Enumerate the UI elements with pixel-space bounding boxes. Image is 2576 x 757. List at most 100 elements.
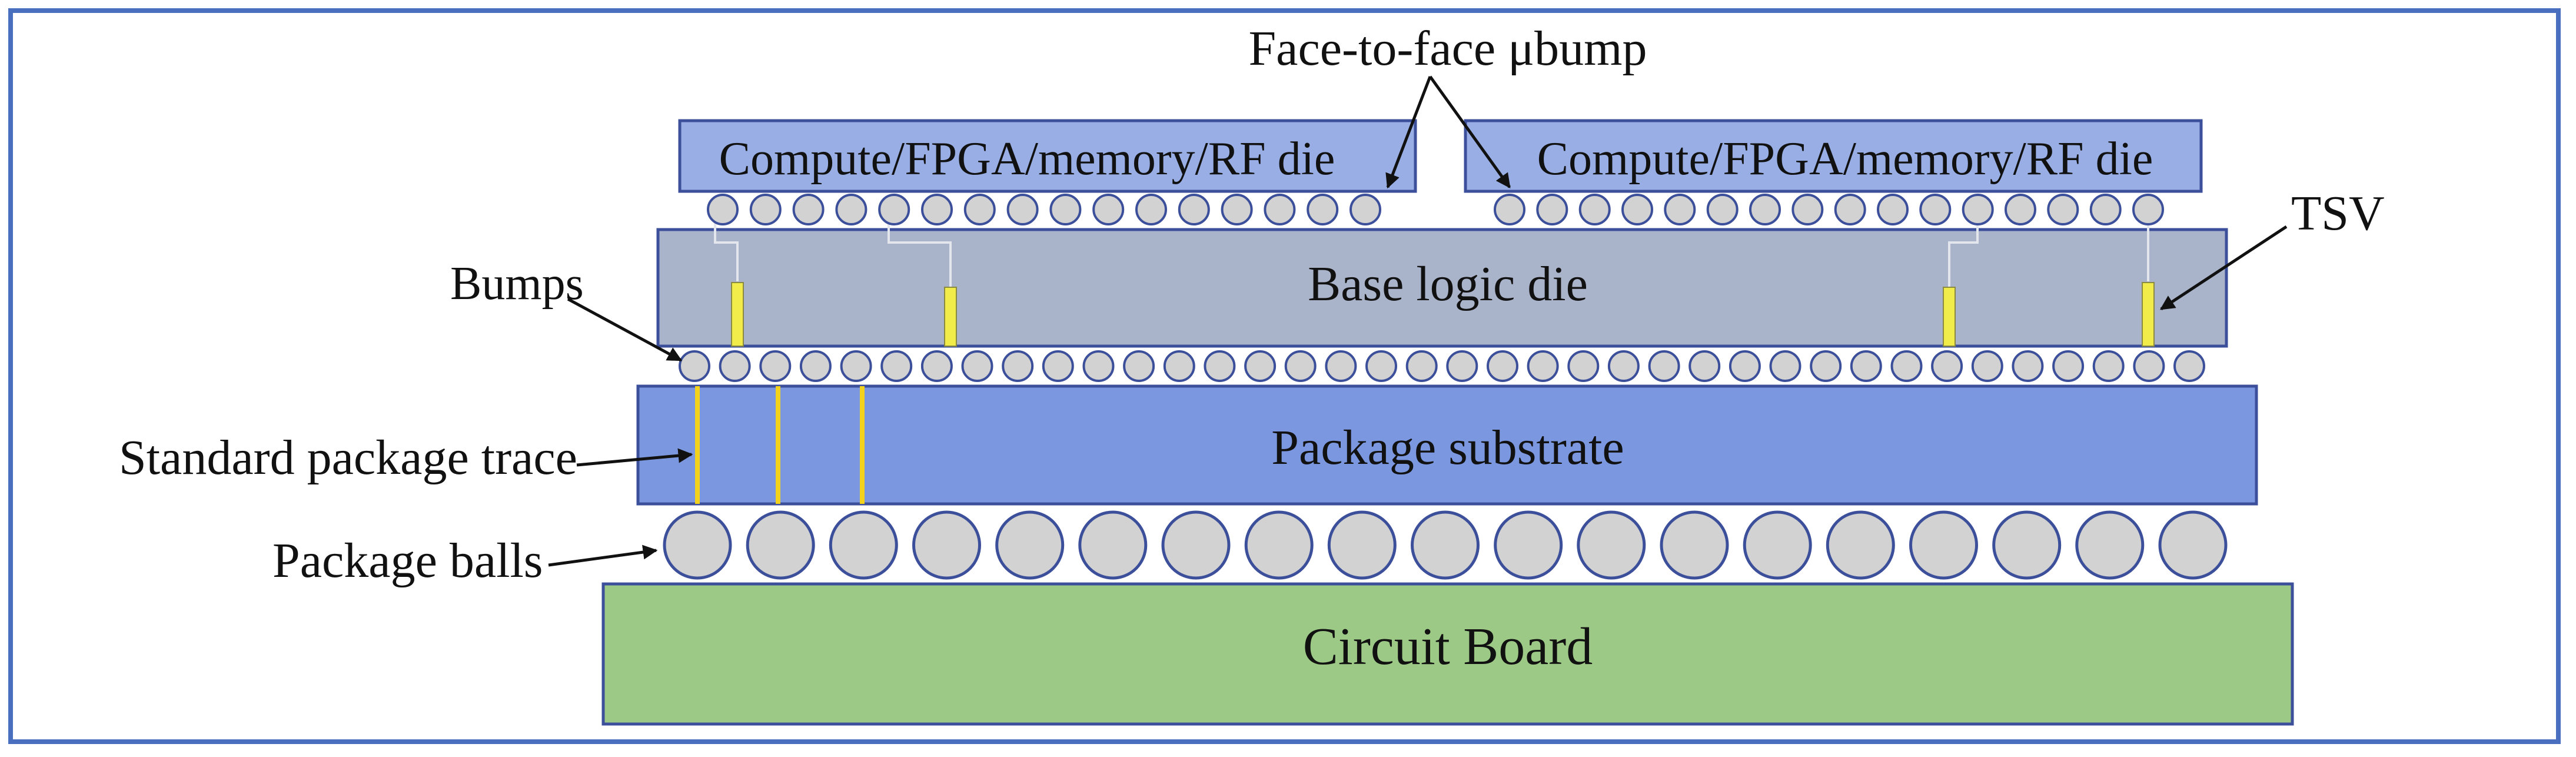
circuit-board-label: Circuit Board bbox=[1303, 617, 1593, 676]
microbump bbox=[835, 194, 867, 225]
microbump bbox=[878, 194, 910, 225]
bumps-label: Bumps bbox=[450, 258, 584, 310]
microbump bbox=[2132, 194, 2164, 225]
bump bbox=[1971, 350, 2003, 382]
microbump bbox=[2089, 194, 2122, 225]
left-die bbox=[678, 119, 1417, 193]
standard-package-trace-arrow bbox=[576, 448, 693, 467]
bump bbox=[840, 350, 872, 382]
bump bbox=[1082, 350, 1115, 382]
bump bbox=[920, 350, 953, 382]
base-logic-die bbox=[656, 228, 2228, 348]
bump bbox=[961, 350, 993, 382]
microbump bbox=[1706, 194, 1739, 225]
microbump bbox=[2005, 194, 2036, 225]
package-ball bbox=[746, 510, 815, 580]
microbump bbox=[1664, 194, 1696, 225]
bump bbox=[1042, 350, 1074, 382]
bump bbox=[1244, 350, 1277, 382]
microbump bbox=[1135, 194, 1167, 225]
bump bbox=[1487, 350, 1518, 382]
microbump bbox=[1006, 194, 1039, 225]
bump bbox=[1204, 350, 1236, 382]
left-die-label: Compute/FPGA/memory/RF die bbox=[719, 133, 1335, 185]
package-ball bbox=[2158, 510, 2228, 580]
bump bbox=[2133, 350, 2165, 382]
bump bbox=[1648, 350, 1680, 382]
microbump bbox=[707, 194, 739, 225]
bump bbox=[799, 350, 832, 382]
microbump bbox=[1092, 194, 1125, 225]
package-ball bbox=[829, 510, 898, 580]
microbump bbox=[1749, 194, 1781, 225]
bump bbox=[1931, 350, 1963, 382]
standard-package-trace-label: Standard package trace bbox=[119, 430, 577, 485]
package-ball bbox=[1660, 510, 1729, 580]
package-ball bbox=[2075, 510, 2145, 580]
tsv bbox=[1943, 287, 1956, 347]
microbump bbox=[792, 194, 825, 225]
microbump bbox=[1221, 194, 1253, 225]
microbump bbox=[1494, 194, 1525, 225]
package-substrate-label: Package substrate bbox=[1271, 420, 1624, 475]
bump bbox=[1729, 350, 1761, 382]
bump bbox=[880, 350, 913, 382]
bump bbox=[1769, 350, 1801, 382]
bump bbox=[719, 350, 751, 382]
bump bbox=[1002, 350, 1034, 382]
package-ball bbox=[1992, 510, 2062, 580]
microbumps-left bbox=[707, 194, 1381, 225]
face-to-face-label: Face-to-face μbump bbox=[1248, 21, 1647, 76]
tsv-arrow bbox=[2159, 225, 2288, 311]
microbump bbox=[1536, 194, 1568, 225]
microbump bbox=[1621, 194, 1653, 225]
package-ball bbox=[1909, 510, 1978, 580]
base-logic-die-label: Base logic die bbox=[1308, 257, 1588, 311]
bump bbox=[1325, 350, 1357, 382]
microbump bbox=[1264, 194, 1296, 225]
package-ball bbox=[1161, 510, 1231, 580]
bump bbox=[1850, 350, 1882, 382]
microbump bbox=[2047, 194, 2079, 225]
bump bbox=[2092, 350, 2125, 382]
bump bbox=[1890, 350, 1923, 382]
bump bbox=[1163, 350, 1195, 382]
microbump bbox=[1962, 194, 1994, 225]
bump bbox=[1607, 350, 1640, 382]
package-balls bbox=[663, 510, 2228, 580]
bump bbox=[1527, 350, 1559, 382]
bump bbox=[1688, 350, 1721, 382]
bump bbox=[1567, 350, 1600, 382]
bump bbox=[2052, 350, 2085, 382]
bump bbox=[679, 350, 710, 382]
bump bbox=[1365, 350, 1397, 382]
right-die-label: Compute/FPGA/memory/RF die bbox=[1537, 133, 2153, 185]
bump bbox=[759, 350, 792, 382]
package-ball bbox=[1411, 510, 1480, 580]
package-ball bbox=[912, 510, 981, 580]
package-ball bbox=[995, 510, 1065, 580]
microbump bbox=[921, 194, 953, 225]
package-ball bbox=[663, 510, 732, 580]
face-to-face-arrow-right bbox=[1428, 75, 1511, 189]
microbumps-right bbox=[1494, 194, 2164, 225]
package-ball bbox=[1078, 510, 1148, 580]
package-balls-arrow bbox=[548, 544, 658, 567]
microbump bbox=[749, 194, 782, 225]
tsv bbox=[944, 287, 957, 347]
tsv bbox=[731, 282, 744, 347]
package-balls-label: Package balls bbox=[272, 533, 543, 588]
microbump bbox=[1791, 194, 1824, 225]
microbump bbox=[1350, 194, 1381, 225]
microbump bbox=[963, 194, 996, 225]
bump bbox=[1446, 350, 1478, 382]
package-ball bbox=[1826, 510, 1895, 580]
bump bbox=[1810, 350, 1842, 382]
circuit-board bbox=[601, 582, 2294, 726]
microbump bbox=[1919, 194, 1952, 225]
package-ball bbox=[1327, 510, 1397, 580]
bump bbox=[1284, 350, 1317, 382]
package-ball bbox=[1494, 510, 1563, 580]
microbump bbox=[1307, 194, 1339, 225]
